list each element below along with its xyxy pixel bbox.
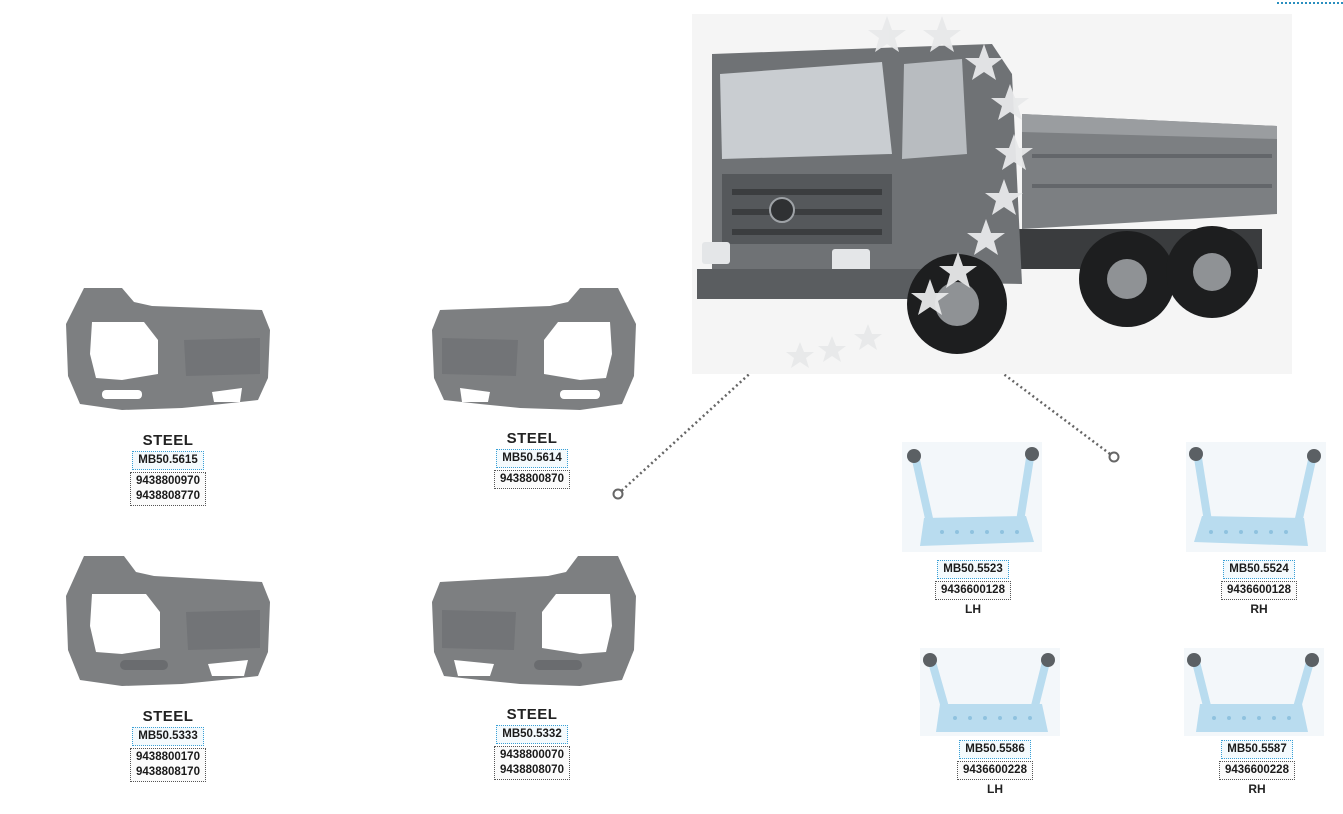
bumper-image-mb50-5614 bbox=[428, 284, 640, 416]
material-label: STEEL bbox=[506, 430, 558, 447]
step-label-1: MB50.5523 9436600128 LH bbox=[913, 558, 1033, 616]
bumper-image-mb50-5615 bbox=[62, 284, 274, 416]
part-code: MB50.5615 bbox=[132, 451, 204, 470]
oem-code: 9438808170 bbox=[136, 766, 200, 778]
step-image-mb50-5586 bbox=[920, 648, 1060, 736]
bumper-label-2: STEEL MB50.5614 9438800870 bbox=[472, 430, 592, 489]
oem-codes: 9438800970 9438808770 bbox=[130, 472, 206, 506]
part-code: MB50.5587 bbox=[1221, 740, 1293, 759]
part-code: MB50.5332 bbox=[496, 725, 568, 744]
oem-code: 9436600128 bbox=[1221, 581, 1297, 600]
step-image-mb50-5587 bbox=[1184, 648, 1324, 736]
truck-image bbox=[692, 14, 1292, 379]
bumper-label-1: STEEL MB50.5615 9438800970 9438808770 bbox=[108, 432, 228, 506]
part-code: MB50.5524 bbox=[1223, 560, 1295, 579]
step-label-2: MB50.5524 9436600128 RH bbox=[1199, 558, 1319, 616]
part-code: MB50.5614 bbox=[496, 449, 568, 468]
side-label: RH bbox=[1248, 782, 1266, 796]
step-image-mb50-5523 bbox=[902, 442, 1042, 552]
oem-code: 9438800170 bbox=[136, 751, 200, 763]
oem-code: 9436600228 bbox=[957, 761, 1033, 780]
bumper-image-mb50-5332 bbox=[428, 552, 640, 690]
step-image-mb50-5524 bbox=[1186, 442, 1326, 552]
oem-codes: 9438800070 9438808070 bbox=[494, 746, 570, 780]
side-label: LH bbox=[965, 602, 981, 616]
oem-code: 9438808070 bbox=[500, 764, 564, 776]
step-label-4: MB50.5587 9436600228 RH bbox=[1197, 738, 1317, 796]
oem-codes: 9438800870 bbox=[494, 470, 570, 489]
side-label: RH bbox=[1250, 602, 1268, 616]
bumper-label-3: STEEL MB50.5333 9438800170 9438808170 bbox=[108, 708, 228, 782]
part-code: MB50.5523 bbox=[937, 560, 1009, 579]
oem-code: 9438808770 bbox=[136, 490, 200, 502]
side-label: LH bbox=[987, 782, 1003, 796]
material-label: STEEL bbox=[142, 708, 194, 725]
part-code: MB50.5586 bbox=[959, 740, 1031, 759]
oem-code: 9438800070 bbox=[500, 749, 564, 761]
oem-code: 9436600228 bbox=[1219, 761, 1295, 780]
oem-code: 9438800970 bbox=[136, 475, 200, 487]
bumper-label-4: STEEL MB50.5332 9438800070 9438808070 bbox=[472, 706, 592, 780]
oem-code: 9436600128 bbox=[935, 581, 1011, 600]
part-code: MB50.5333 bbox=[132, 727, 204, 746]
oem-code: 9438800870 bbox=[500, 473, 564, 485]
oem-codes: 9438800170 9438808170 bbox=[130, 748, 206, 782]
step-label-3: MB50.5586 9436600228 LH bbox=[935, 738, 1055, 796]
bumper-image-mb50-5333 bbox=[62, 552, 274, 690]
material-label: STEEL bbox=[142, 432, 194, 449]
corner-accent-line bbox=[1277, 0, 1343, 4]
material-label: STEEL bbox=[506, 706, 558, 723]
